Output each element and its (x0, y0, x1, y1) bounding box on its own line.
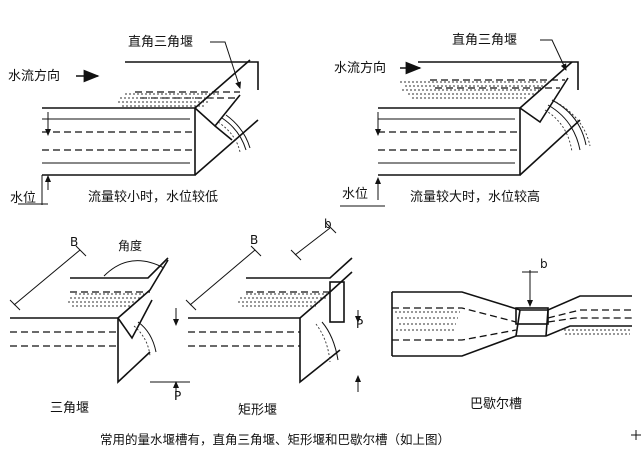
caption-triangle-weir: 三角堰 (50, 401, 90, 416)
dim-b-parshall: b (540, 257, 548, 271)
parshall-flume-drawing (391, 270, 632, 357)
caption-parshall: 巴歇尔槽 (470, 397, 523, 412)
caption-top-right: 流量较大时，水位较高 (410, 190, 541, 205)
corner-mark (631, 430, 641, 440)
angle-label: 角度 (118, 239, 143, 253)
dim-B-triangle: B (70, 235, 79, 249)
level-label-top-right: 水位 (342, 187, 369, 202)
caption-top-left: 流量较小时，水位较低 (88, 190, 219, 205)
dim-P-rect: P (356, 317, 364, 331)
level-label-top-left: 水位 (10, 191, 37, 206)
triangle-weir-drawing (9, 245, 190, 400)
weir-label-top-right: 直角三角堰 (452, 33, 518, 48)
dim-b-rect: b (324, 217, 332, 231)
weir-label-top-left: 直角三角堰 (128, 35, 194, 50)
flow-label-top-right: 水流方向 (334, 61, 387, 76)
dim-P-triangle: P (174, 389, 182, 403)
dim-B-rect: B (250, 233, 259, 247)
channel-high-flow (340, 39, 591, 207)
channel-low-flow (18, 41, 259, 205)
caption-rect-weir: 矩形堰 (238, 403, 278, 418)
flow-label-top-left: 水流方向 (8, 69, 61, 84)
rectangular-weir-drawing (185, 222, 361, 392)
footer-caption: 常用的量水堰槽有，直角三角堰、矩形堰和巴歇尔槽（如上图） (100, 432, 451, 447)
